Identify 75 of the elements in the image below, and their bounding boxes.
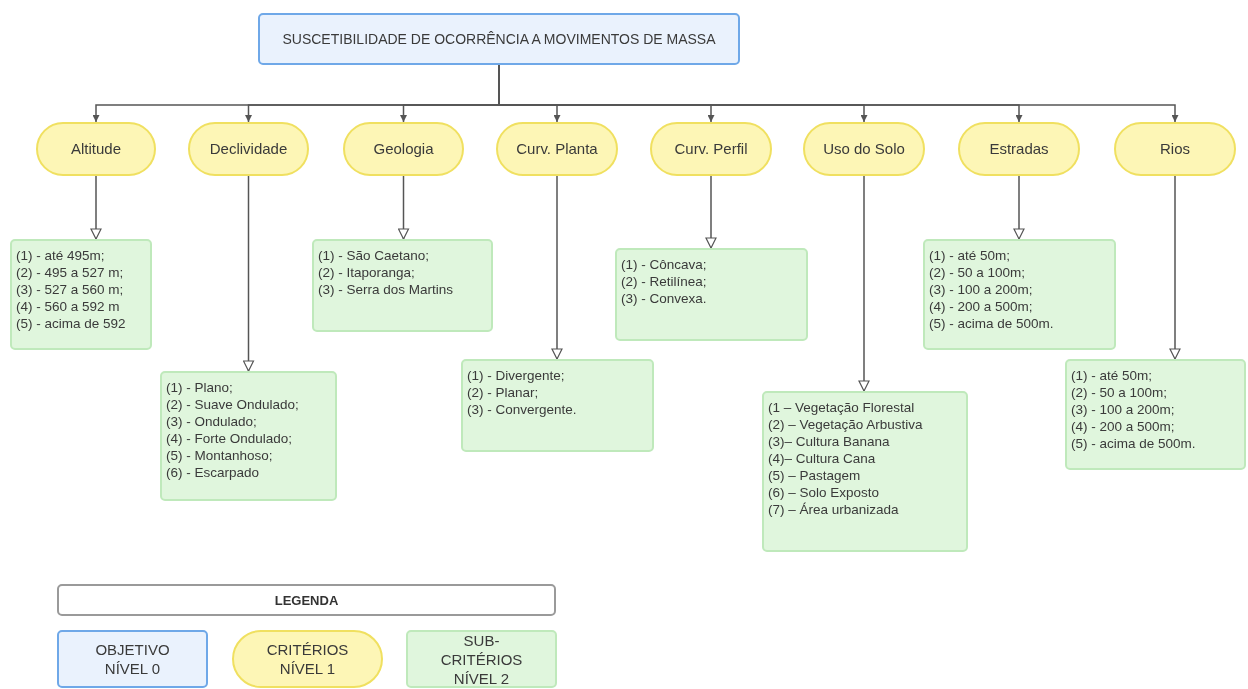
list-item: (2) - 50 a 100m; (929, 264, 1026, 281)
list-item: (1) - Plano; (166, 379, 233, 396)
node-label: Rios (1160, 140, 1190, 158)
subcriteria-box (923, 239, 1116, 350)
list-item: (5) – Pastagem (768, 467, 861, 484)
list-item: (4) - Forte Ondulado; (166, 430, 293, 447)
objective-box (258, 13, 740, 65)
list-item: (4) - 200 a 500m; (1071, 418, 1175, 435)
connector-arrow (397, 175, 410, 240)
list-item: (2) – Vegetação Arbustiva (768, 416, 923, 433)
list-item: (2) - Planar; (467, 384, 539, 401)
connector-arrow (705, 175, 717, 249)
list-item: (4) - 200 a 500m; (929, 298, 1033, 315)
list-item: (2) - 495 a 527 m; (16, 264, 124, 281)
connector-arrow (1169, 175, 1181, 360)
list-item: (2) - Itaporanga; (318, 264, 415, 281)
subcriteria-box (615, 248, 808, 341)
list-item: (3) - Serra dos Martins (318, 281, 454, 298)
list-item: (4) - 560 a 592 m (16, 298, 120, 315)
list-item: (3) - Convergente. (467, 401, 577, 418)
node-label: Geologia (373, 140, 434, 158)
connector-arrow (858, 175, 870, 392)
node-label: Curv. Perfil (674, 140, 748, 158)
list-item: (4)– Cultura Cana (768, 450, 876, 467)
list-item: (5) - acima de 500m. (1071, 435, 1196, 452)
legend-text: CRITÉRIOS NÍVEL 1 (265, 640, 350, 678)
legend-title: LEGENDA (57, 584, 556, 616)
list-item: (2) - Retilínea; (621, 273, 707, 290)
list-item: (1) - até 50m; (929, 247, 1011, 264)
criterion-pill (343, 122, 464, 176)
list-item: (1) - até 50m; (1071, 367, 1153, 384)
list-item: (1 – Vegetação Florestal (768, 399, 915, 416)
list-item: (1) - Côncava; (621, 256, 707, 273)
list-item: (3) - Ondulado; (166, 413, 257, 430)
subcriteria-box (762, 391, 968, 552)
node-label: Estradas (989, 140, 1049, 158)
list-item: (3) - 100 a 200m; (1071, 401, 1175, 418)
list-item: (5) - acima de 592 (16, 315, 126, 332)
legend-text: SUB-CRITÉRIOS NÍVEL 2 (439, 630, 524, 688)
list-item: (7) – Área urbanizada (768, 501, 899, 518)
node-label: Altitude (70, 140, 121, 158)
criterion-pill (958, 122, 1080, 176)
list-item: (5) - acima de 500m. (929, 315, 1054, 332)
list-item: (3) - Convexa. (621, 290, 707, 307)
node-label: Uso do Solo (823, 140, 905, 158)
subcriteria-box (10, 239, 152, 350)
criterion-pill (188, 122, 309, 176)
connector-arrow (551, 175, 563, 360)
list-item: (1) - Divergente; (467, 367, 565, 384)
legend-text: OBJETIVO NÍVEL 0 (94, 640, 171, 678)
connector-arrow (90, 175, 102, 240)
node-label: Declividade (209, 140, 288, 158)
criterion-pill (496, 122, 618, 176)
subcriteria-box (312, 239, 493, 332)
list-item: (1) - São Caetano; (318, 247, 430, 264)
list-item: (6) – Solo Exposto (768, 484, 880, 501)
subcriteria-box (1065, 359, 1246, 470)
list-item: (3) - 100 a 200m; (929, 281, 1033, 298)
connector-arrow (242, 175, 255, 372)
list-item: (5) - Montanhoso; (166, 447, 273, 464)
criterion-pill (650, 122, 772, 176)
criterion-pill (803, 122, 925, 176)
list-item: (3) - 527 a 560 m; (16, 281, 124, 298)
criterion-pill (1114, 122, 1236, 176)
list-item: (6) - Escarpado (166, 464, 260, 481)
connector-arrow (1013, 175, 1025, 240)
list-item: (2) - 50 a 100m; (1071, 384, 1168, 401)
node-label: SUSCETIBILIDADE DE OCORRÊNCIA A MOVIMENTOS DE MASSA (282, 30, 716, 48)
list-item: (3)– Cultura Banana (768, 433, 890, 450)
list-item: (2) - Suave Ondulado; (166, 396, 299, 413)
criterion-pill (36, 122, 156, 176)
subcriteria-box (461, 359, 654, 452)
node-label: Curv. Planta (516, 140, 598, 158)
subcriteria-box (160, 371, 337, 501)
list-item: (1) - até 495m; (16, 247, 105, 264)
